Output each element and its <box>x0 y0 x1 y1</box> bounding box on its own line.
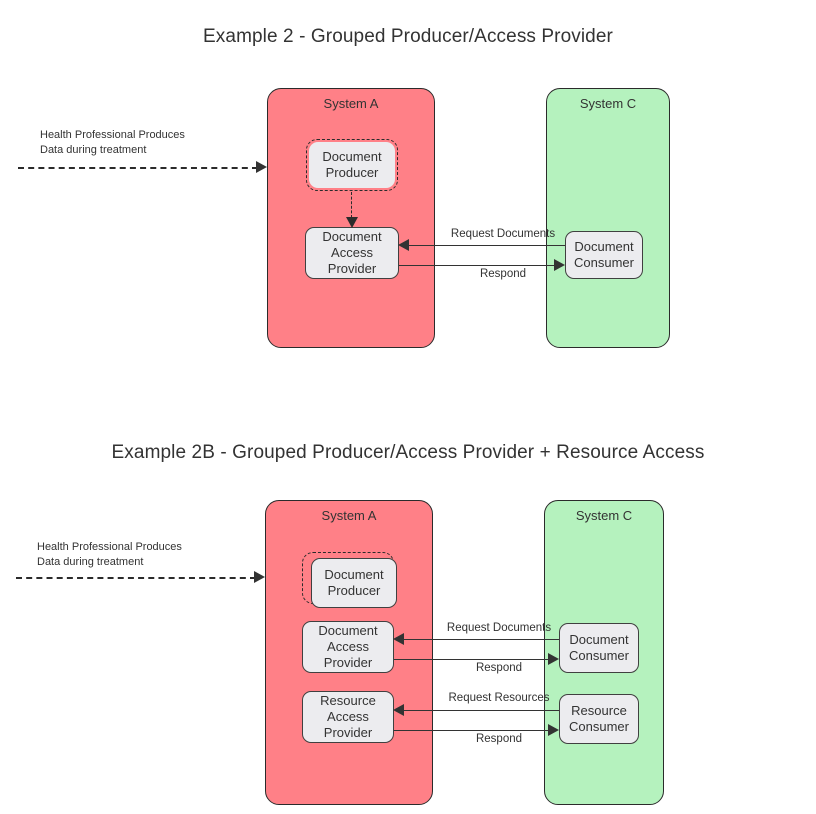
system-c-label: System C <box>575 508 633 523</box>
document-consumer-label: Document Consumer <box>574 239 634 270</box>
edge-request-documents-line <box>409 245 565 246</box>
diagram-2-connector-band-resources <box>433 688 544 756</box>
diagram-2-connector-band-documents <box>433 621 544 685</box>
edge-respond-documents-label: Respond <box>475 662 523 674</box>
document-producer-dashed-outline <box>306 139 398 191</box>
diagram-2-title: Example 2B - Grouped Producer/Access Pro… <box>111 442 705 463</box>
system-c-container[interactable]: System C <box>546 88 670 348</box>
edge-respond-resources-label: Respond <box>475 733 523 745</box>
producer-to-provider-arrow-head <box>346 217 358 228</box>
document-access-provider-label: Document Access Provider <box>318 623 378 670</box>
system-a-label: System A <box>323 96 379 111</box>
system-a-label: System A <box>321 508 377 523</box>
resource-access-provider-label: Resource Access Provider <box>320 693 376 740</box>
edge-respond-documents-line <box>394 659 549 660</box>
diagram-1-note-arrow-line <box>18 167 258 169</box>
document-producer-label: Document Producer <box>322 149 382 180</box>
edge-respond-documents-label: Respond <box>479 268 527 280</box>
edge-request-documents-label: Request Documents <box>450 228 556 240</box>
resource-access-provider-node[interactable]: Resource Access Provider <box>302 691 394 743</box>
document-producer-node[interactable]: Document Producer <box>311 558 397 608</box>
diagram-example-2b: Example 2B - Grouped Producer/Access Pro… <box>0 420 816 814</box>
resource-consumer-node[interactable]: Resource Consumer <box>559 694 639 744</box>
diagram-2-note: Health Professional Produces Data during… <box>37 541 182 569</box>
edge-request-documents-arrow-head <box>398 239 409 251</box>
edge-request-resources-label: Request Resources <box>448 692 550 704</box>
resource-consumer-label: Resource Consumer <box>569 703 629 734</box>
document-consumer-node[interactable]: Document Consumer <box>565 231 643 279</box>
edge-respond-documents-line <box>399 265 555 266</box>
edge-respond-resources-arrow-head <box>548 724 559 736</box>
document-consumer-node[interactable]: Document Consumer <box>559 623 639 673</box>
diagram-2-note-arrow-head <box>254 571 265 583</box>
diagram-1-connector-band <box>435 231 546 273</box>
edge-respond-documents-arrow-head <box>554 259 565 271</box>
producer-to-provider-line <box>351 192 352 218</box>
diagram-1-note: Health Professional Produces Data during… <box>40 129 185 157</box>
edge-respond-resources-line <box>394 730 549 731</box>
document-consumer-label: Document Consumer <box>569 632 629 663</box>
document-access-provider-node[interactable]: Document Access Provider <box>302 621 394 673</box>
edge-respond-documents-arrow-head <box>548 653 559 665</box>
edge-request-resources-line <box>404 710 559 711</box>
document-producer-label: Document Producer <box>324 567 384 598</box>
edge-request-documents-arrow-head <box>393 633 404 645</box>
edge-request-documents-line <box>404 639 559 640</box>
document-producer-node[interactable]: Document Producer <box>309 142 395 188</box>
edge-request-documents-label: Request Documents <box>446 622 552 634</box>
document-access-provider-node[interactable]: Document Access Provider <box>305 227 399 279</box>
diagram-example-2: Example 2 - Grouped Producer/Access Prov… <box>18 26 670 348</box>
diagram-1-title: Example 2 - Grouped Producer/Access Prov… <box>203 26 613 47</box>
edge-request-resources-arrow-head <box>393 704 404 716</box>
diagram-2-note-arrow-line <box>16 577 256 579</box>
system-c-label: System C <box>579 96 637 111</box>
document-access-provider-label: Document Access Provider <box>322 229 382 276</box>
diagram-1-note-arrow-head <box>256 161 267 173</box>
